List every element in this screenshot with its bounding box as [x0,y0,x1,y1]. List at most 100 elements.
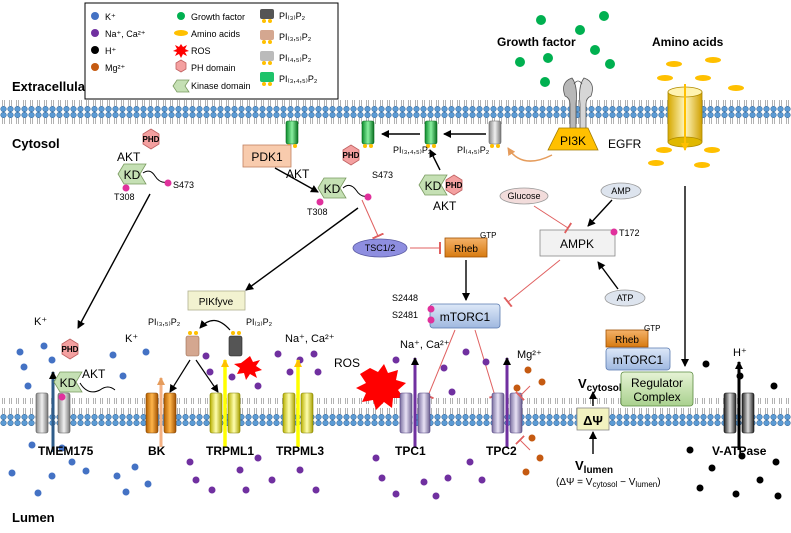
amino-acid-icon [174,30,188,36]
akt-free-right: KD PHD AKT [418,174,463,213]
mtorc1-s2448-phospho [427,305,435,313]
legend-ph-domain: PH domain [191,63,236,73]
pi345p2-membrane-3 [285,120,299,148]
kinase-domain-icon [172,79,190,93]
growth-factor-icon [177,12,185,20]
tpc1-channel [399,357,431,447]
v-lumen-label: Vlumen [575,458,613,476]
pi3p-lyso-label: PI₍₃₎P₂ [246,317,273,327]
mg-inhibits-tpc2-bottom [515,435,531,451]
tmem175-k-label: K⁺ [34,316,47,328]
mtorc1-s2481-phospho [427,316,435,324]
mtorc1-lyso-box [605,347,671,371]
amino-acids-title: Amino acids [652,35,724,49]
cytosol-mg-ions [513,366,546,392]
ros-burst-small [234,356,262,380]
pi3k-to-pip-arrow [507,147,553,162]
regulator-complex-box [620,371,694,407]
bk-channel [145,377,177,447]
akt-label-left: AKT [117,150,141,164]
akt-label-right: AKT [433,199,457,213]
legend-na-ca: Na⁺, Ca²⁺ [105,29,146,39]
h-ion-icon [91,46,99,54]
akt-to-tmem175-arrow [77,193,151,329]
pi45p2-label: PI₍₄,₅₎P₂ [457,145,490,155]
ros-burst-large [356,364,406,410]
mtorc1-inhibits-tpc1 [422,329,456,400]
trpml1-label: TRPML1 [206,444,254,458]
kd-label-tmem: KD [60,376,77,390]
phd-label-right: PHD [446,181,463,190]
akt-free-left: AKT PHD KD S473 T308 [114,128,194,202]
cytosol-na-ca-ions [202,348,490,396]
regulator-line1: Regulator [631,376,683,390]
ph-domain-icon [175,59,187,73]
pdk1-to-akt-arrow [274,167,319,193]
legend-kinase-domain: Kinase domain [191,81,251,91]
atp-oval [604,289,646,307]
legend-amino-acids: Amino acids [191,29,241,39]
pi3p-lyso [228,331,243,357]
s473-label-mid: S473 [372,170,393,180]
delta-psi-label: ΔΨ [583,413,603,428]
pi35p2-to-trpml1-arrow [195,359,219,393]
egfr-label: EGFR [608,137,642,151]
akt-inhibits-tsc [361,199,384,240]
cytosol-k-ions [16,342,150,390]
lumen-label: Lumen [12,510,55,525]
legend-ros: ROS [191,46,211,56]
pi3k: PI3K [547,127,599,151]
mtorc1-lyso-label: mTORC1 [613,353,664,367]
pi3k-label: PI3K [560,134,586,148]
tsc-label: TSC1/2 [365,243,396,253]
tpc1-ion-label: Na⁺, Ca²⁺ [400,339,450,351]
akt-at-tmem175: PHD KD AKT [53,338,116,401]
akt-to-pikfyve-arrow [245,207,359,291]
ampk-t172-phospho [610,228,618,236]
rheb-label: Rheb [454,244,478,255]
ros-label: ROS [334,356,360,370]
regulator-line2: Complex [633,390,680,404]
lumen-mg-ions [522,434,544,476]
mg-ion-icon [91,63,99,71]
t308-label-mid: T308 [307,207,328,217]
tpc2-channel [491,357,523,447]
trpml3-ion-label: Na⁺, Ca²⁺ [285,333,335,345]
amino-acid-molecules [648,57,744,168]
mtorc1-label: mTORC1 [440,310,491,324]
s2448-label: S2448 [392,293,418,303]
pi345p2-label: PI₍₃,₄,₅₎P₂ [393,145,432,155]
glucose-label: Glucose [507,191,540,201]
growth-factor-molecules [515,11,615,87]
pi35p2-lyso-label: PI₍₃,₅₎P₂ [148,317,181,327]
ampk-box [539,229,616,257]
rheb-lyso-box [605,329,649,348]
v-cytosol-label: Vcytosol [578,376,622,394]
pikfyve-box [187,290,246,311]
amino-acid-transporter [667,84,703,151]
legend: K⁺ Na⁺, Ca²⁺ H⁺ Mg²⁺ Growth factor Amino… [84,2,339,100]
atp-to-ampk-arrow [597,261,619,290]
lumen-h-ions [686,446,782,500]
cytosol-label: Cytosol [12,136,60,151]
amp-oval [600,182,642,200]
akt-label-mid: AKT [286,167,310,181]
pi45p2-membrane [488,120,502,148]
vatpase-label: V-ATPase [712,444,767,458]
s2481-label: S2481 [392,310,418,320]
mg-inhibits-tpc2-top [515,385,531,401]
delta-psi-box [576,407,610,431]
amp-to-ampk-arrow [587,199,613,227]
tmem175-label: TMEM175 [38,444,94,458]
kd-label-left: KD [124,168,141,182]
trpml3-label: TRPML3 [276,444,324,458]
phd-label-left: PHD [143,135,160,144]
pi45p2-icon [260,51,274,65]
ros-icon [173,44,189,58]
rheb-box [444,237,488,258]
pi345p2-membrane-2 [361,120,375,148]
ampk-label: AMPK [560,237,594,251]
atp-label: ATP [617,293,634,303]
rheb-lyso-label: Rheb [615,335,639,346]
phd-label-mid: PHD [343,151,360,160]
